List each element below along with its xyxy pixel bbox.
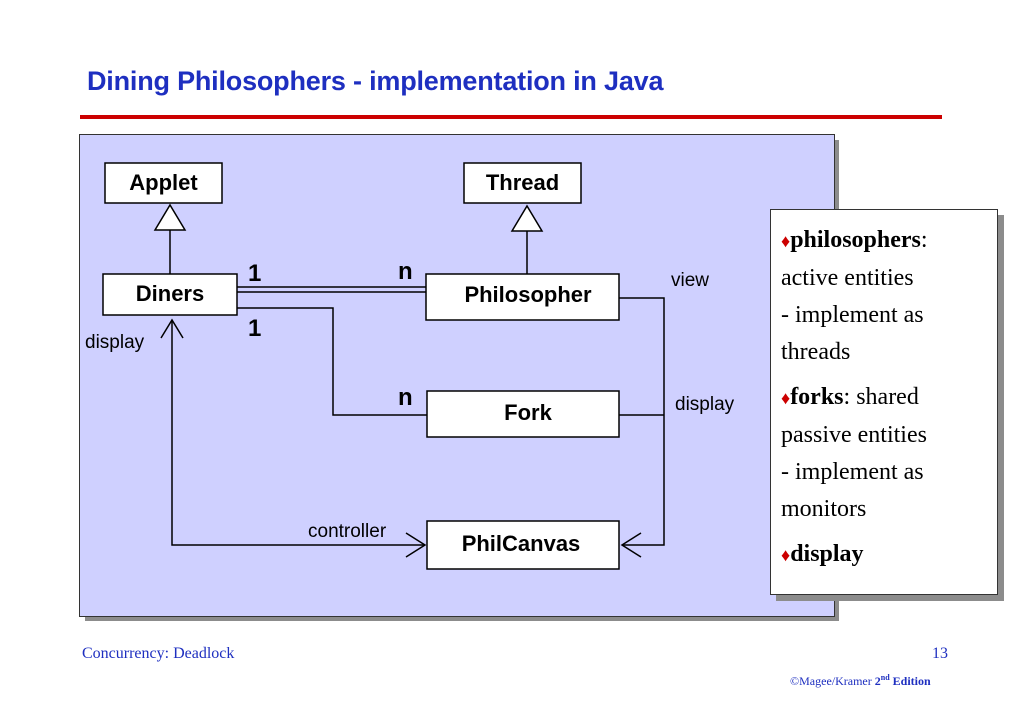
class-thread-label: Thread: [486, 170, 559, 195]
note-philosophers-desc3: threads: [781, 339, 851, 365]
footer-course: Concurrency: Deadlock: [82, 645, 235, 662]
class-applet: Applet: [104, 162, 223, 204]
assoc-philosopher-philcanvas: [619, 297, 665, 558]
class-philosopher: Philosopher: [425, 273, 620, 321]
footer-edition-number: 2: [874, 674, 881, 688]
note-forks-desc1: passive entities: [781, 422, 927, 448]
class-fork-label: Fork: [504, 400, 552, 425]
note-forks-rest: : shared: [843, 384, 919, 410]
inheritance-philosopher-thread: [510, 204, 544, 274]
note-display: ♦display: [781, 536, 991, 574]
note-philosophers: ♦philosophers: active entities - impleme…: [781, 222, 991, 371]
note-philosophers-colon: :: [920, 227, 928, 253]
class-applet-label: Applet: [129, 170, 198, 195]
label-display-right: display: [675, 394, 735, 415]
title-underline: [80, 115, 942, 119]
assoc-diners-philcanvas: [160, 318, 427, 558]
class-philcanvas: PhilCanvas: [426, 520, 620, 570]
note-forks-term: forks: [790, 384, 844, 410]
diamond-bullet-icon: ♦: [781, 388, 791, 408]
diamond-bullet-icon: ♦: [781, 545, 791, 565]
class-philcanvas-label: PhilCanvas: [462, 531, 581, 556]
note-philosophers-desc2: - implement as: [781, 302, 924, 328]
mult-diners-philosopher-n: n: [398, 258, 413, 285]
class-thread: Thread: [463, 162, 582, 204]
slide-title: Dining Philosophers - implementation in …: [87, 66, 664, 96]
footer-edition-word: Edition: [892, 674, 931, 688]
note-philosophers-term: philosophers: [790, 227, 921, 253]
label-display-left: display: [85, 332, 145, 353]
class-diners-label: Diners: [136, 281, 204, 306]
notes-box: ♦philosophers: active entities - impleme…: [770, 209, 998, 595]
class-philosopher-label: Philosopher: [464, 282, 592, 307]
note-display-term: display: [790, 541, 864, 567]
diamond-bullet-icon: ♦: [781, 231, 791, 251]
mult-diners-fork-1: 1: [248, 315, 261, 342]
assoc-diners-fork: [237, 307, 427, 416]
footer-page-number: 13: [932, 645, 948, 662]
note-forks: ♦forks: shared passive entities - implem…: [781, 379, 991, 528]
footer-edition-suffix: nd: [880, 673, 890, 682]
label-controller: controller: [308, 521, 387, 542]
mult-diners-philosopher-1: 1: [248, 260, 261, 287]
note-philosophers-desc1: active entities: [781, 265, 914, 291]
class-diners: Diners: [102, 273, 238, 316]
note-forks-desc3: monitors: [781, 496, 867, 522]
label-view: view: [671, 270, 709, 291]
class-fork: Fork: [426, 390, 620, 438]
mult-diners-fork-n: n: [398, 384, 413, 411]
footer-copyright: ©Magee/Kramer 2nd Edition: [790, 673, 931, 689]
inheritance-diners-applet: [153, 203, 187, 274]
note-forks-desc2: - implement as: [781, 459, 924, 485]
footer-copyright-authors: ©Magee/Kramer: [790, 674, 872, 688]
assoc-diners-philosopher: [237, 286, 426, 293]
